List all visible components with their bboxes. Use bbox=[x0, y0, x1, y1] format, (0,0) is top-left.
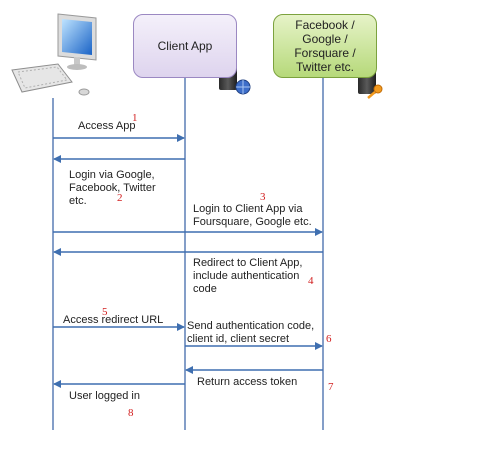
step-number-7: 7 bbox=[328, 381, 334, 393]
step-number-6: 6 bbox=[326, 333, 332, 345]
message-label-4: Redirect to Client App, include authenti… bbox=[193, 257, 303, 295]
step-number-1: 1 bbox=[132, 112, 138, 124]
message-label-5: Access redirect URL bbox=[63, 314, 164, 326]
message-label-7: Return access token bbox=[197, 376, 298, 388]
message-label-3: Login to Client App via Foursquare, Goog… bbox=[193, 203, 312, 228]
step-number-2: 2 bbox=[117, 192, 123, 204]
provider-box: Facebook / Google / Forsquare / Twitter … bbox=[273, 14, 377, 78]
client-app-box: Client App bbox=[133, 14, 237, 78]
message-label-8: User logged in bbox=[69, 390, 140, 402]
step-number-8: 8 bbox=[128, 407, 134, 419]
message-arrows bbox=[53, 134, 323, 388]
step-number-4: 4 bbox=[308, 275, 314, 287]
message-label-2: Login via Google, Facebook, Twitter etc. bbox=[69, 169, 156, 207]
computer-icon bbox=[11, 13, 97, 96]
step-number-5: 5 bbox=[102, 306, 108, 318]
step-number-3: 3 bbox=[260, 191, 266, 203]
message-label-1: Access App bbox=[78, 120, 136, 132]
message-label-6: Send authentication code, client id, cli… bbox=[187, 320, 315, 345]
